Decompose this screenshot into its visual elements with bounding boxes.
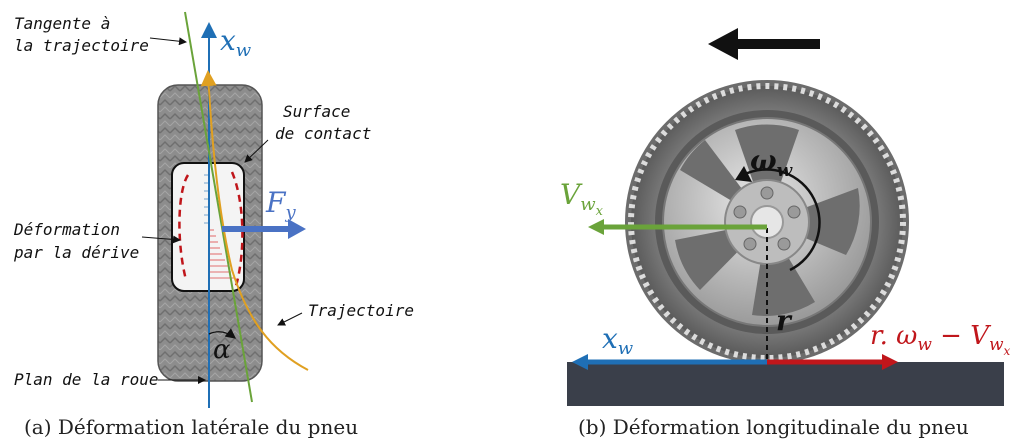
omega-label: ωw xyxy=(750,144,794,181)
alpha-label: α xyxy=(213,335,231,365)
xw-label-a: xw xyxy=(220,24,252,61)
vwx-label: Vwx xyxy=(560,178,604,219)
deformation-leader xyxy=(141,235,181,244)
trajectory-leader xyxy=(277,312,303,326)
surface-label-1: Surface xyxy=(283,102,350,121)
wheel-plane-label: Plan de la roue xyxy=(14,370,159,389)
omega-arrow-head xyxy=(735,166,752,182)
deformation-label-2: par la dérive xyxy=(13,243,139,262)
vwx-arrow-head xyxy=(588,219,604,235)
deformation-label-1: Déformation xyxy=(13,220,120,239)
xw-label-b: xw xyxy=(602,322,634,359)
wheel xyxy=(625,80,909,364)
omega-rotation-arrow xyxy=(742,168,821,272)
tangent-label-2: la trajectoire xyxy=(14,36,149,55)
caption-a: (a) Déformation latérale du pneu xyxy=(24,415,358,439)
surface-label-2: de contact xyxy=(275,124,371,143)
slip-label: r. ωw − Vwx xyxy=(870,321,1011,358)
panel-a-lateral-deformation: Tangente à la trajectoire Surface de con… xyxy=(13,11,414,439)
panel-b-longitudinal-deformation: Vwx ωw r xw r. ωw − Vwx (b) Déformation … xyxy=(560,28,1011,439)
tangent-label-1: Tangente à xyxy=(14,14,110,33)
xw-axis-head xyxy=(572,354,588,370)
tangent-leader xyxy=(149,37,187,46)
trajectory-curve xyxy=(200,70,309,371)
deformation-outline xyxy=(178,171,244,287)
radius-label: r xyxy=(776,304,793,337)
fy-arrow-head xyxy=(288,219,306,239)
caption-b: (b) Déformation longitudinale du pneu xyxy=(578,415,969,439)
slip-arrow-head xyxy=(882,354,898,370)
ground xyxy=(567,362,1004,406)
tangent-line xyxy=(184,11,253,403)
direction-arrow-head xyxy=(708,28,738,60)
trajectory-label: Trajectoire xyxy=(308,301,414,320)
surface-leader xyxy=(244,139,269,163)
alpha-arc xyxy=(208,328,237,339)
direction-arrow-shaft xyxy=(735,39,820,49)
fy-label: Fy xyxy=(265,186,296,223)
